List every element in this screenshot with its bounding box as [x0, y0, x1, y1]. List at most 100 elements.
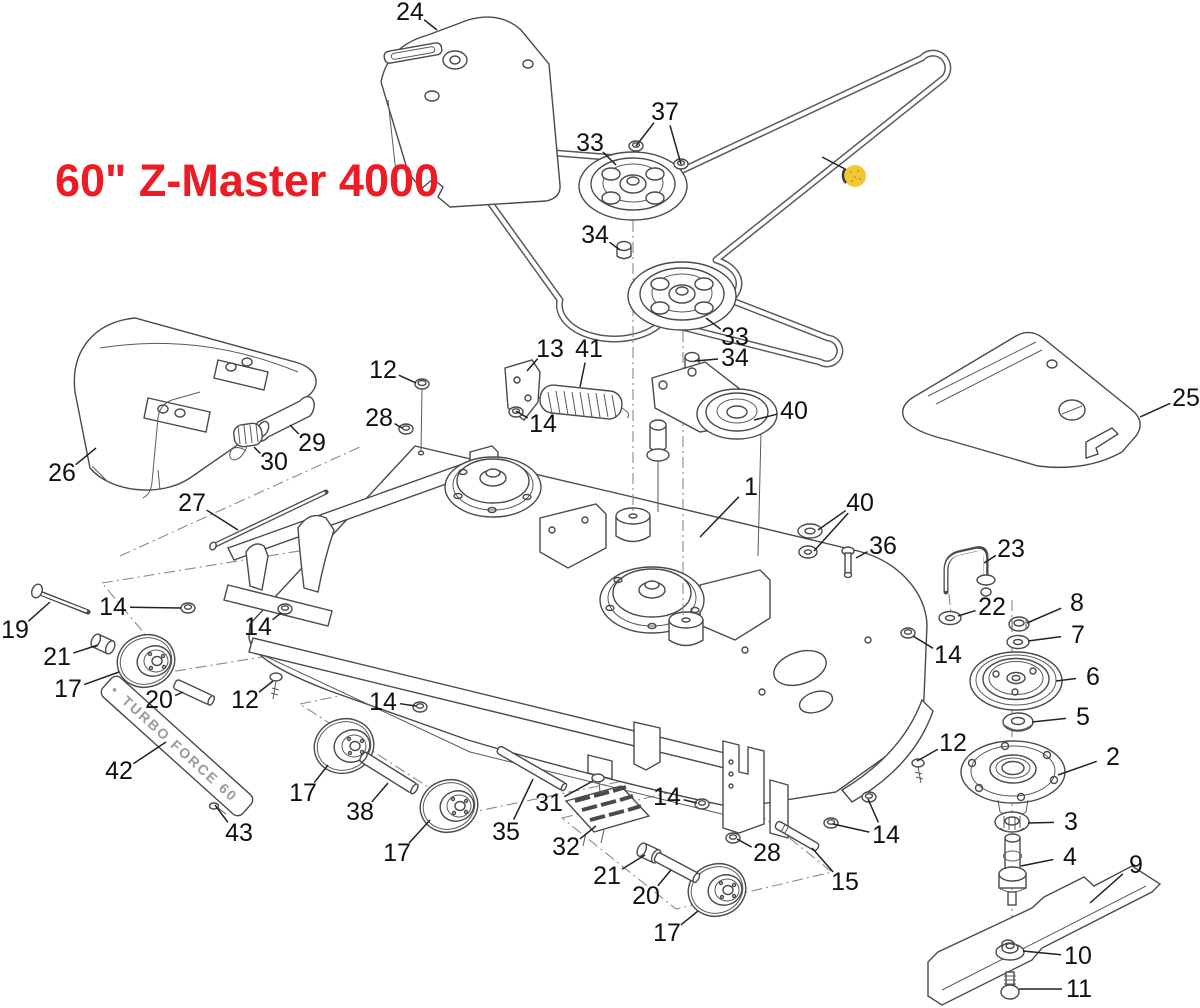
spindle-housing-2 — [960, 740, 1066, 817]
leader-line-8 — [1026, 607, 1062, 624]
callout-12: 12 — [231, 686, 259, 714]
caster-wheel-17-c — [419, 778, 479, 834]
leader-line-12 — [398, 374, 417, 384]
leader-line-40 — [813, 512, 849, 552]
leader-line-17 — [313, 764, 329, 784]
leader-line-33 — [705, 317, 722, 330]
callout-34: 34 — [721, 344, 749, 372]
leader-line-14 — [867, 798, 880, 823]
leader-line-29 — [289, 424, 300, 435]
caster-wheel-17-a — [116, 633, 176, 689]
idler-arm-pulley-40 — [646, 361, 778, 512]
callout-8: 8 — [1070, 589, 1084, 617]
leader-line-21 — [73, 644, 99, 654]
callout-25: 25 — [1172, 384, 1200, 412]
nut-14 — [900, 627, 916, 639]
callout-14: 14 — [369, 688, 397, 716]
page-title: 60" Z-Master 4000 — [55, 155, 439, 206]
rod-35 — [496, 745, 568, 792]
leader-line-6 — [1055, 677, 1077, 682]
bushing-21-a — [90, 633, 116, 655]
leader-line-31 — [563, 780, 594, 798]
bolt-12-right — [911, 758, 925, 784]
bushing-3 — [994, 811, 1030, 833]
callout-5: 5 — [1076, 703, 1090, 731]
leader-line-28 — [736, 838, 752, 848]
leader-line-34 — [609, 241, 621, 251]
callout-40: 40 — [846, 489, 874, 517]
leader-line-12 — [916, 748, 939, 762]
axle-20-a — [173, 679, 215, 706]
callout-31: 31 — [535, 789, 563, 817]
leader-line-7 — [1027, 635, 1062, 642]
caster-wheel-17-d — [687, 862, 747, 918]
leader-line-40 — [817, 509, 847, 531]
callout-14: 14 — [244, 613, 272, 641]
leader-line-4 — [1020, 858, 1054, 867]
callout-23: 23 — [997, 535, 1025, 563]
axle-20-b — [653, 852, 701, 884]
nut-14 — [412, 701, 428, 713]
callout-17: 17 — [54, 675, 82, 703]
baffle-grate-32 — [564, 785, 651, 847]
nut-28 — [398, 423, 414, 435]
nut-14 — [508, 406, 524, 418]
leader-line-20 — [657, 869, 672, 887]
leader-line-22 — [957, 609, 976, 617]
axle-rod-38 — [359, 751, 419, 795]
leader-line-42 — [133, 741, 167, 765]
leader-line-19 — [27, 601, 51, 622]
leader-line-3 — [1027, 821, 1055, 824]
bolt-19 — [30, 583, 91, 615]
belt-cover-25 — [902, 331, 1141, 469]
callout-33: 33 — [721, 323, 749, 351]
decal-text: TURBO FORCE 60 — [119, 693, 241, 805]
callout-27: 27 — [178, 489, 206, 517]
leader-line-37 — [635, 122, 655, 147]
callout-6: 6 — [1086, 663, 1100, 691]
leader-line-14 — [515, 410, 529, 419]
leader-line-40 — [753, 413, 778, 421]
highlight-dot-texture — [849, 169, 862, 183]
shaft-4 — [998, 833, 1027, 906]
leader-line-17 — [408, 819, 431, 844]
callout-33: 33 — [576, 129, 604, 157]
deck-spindle-center — [599, 566, 705, 634]
leader-line-37 — [669, 125, 682, 165]
callout-17: 17 — [653, 919, 681, 947]
callout-1: 1 — [744, 473, 758, 501]
washer-7 — [1006, 634, 1030, 650]
callout-14: 14 — [529, 410, 557, 438]
callout-10: 10 — [1064, 942, 1092, 970]
leader-line-17 — [680, 910, 699, 926]
nut-14 — [180, 602, 196, 614]
callout-30: 30 — [260, 448, 288, 476]
callout-22: 22 — [978, 593, 1006, 621]
callout-29: 29 — [298, 429, 326, 457]
callout-20: 20 — [632, 882, 660, 910]
callout-28: 28 — [365, 404, 393, 432]
leader-line-35 — [513, 778, 534, 820]
pulley-33-lower — [627, 261, 737, 331]
leader-line-13 — [526, 358, 539, 372]
callout-14: 14 — [934, 641, 962, 669]
chute-mount-plates — [142, 357, 269, 499]
leader-line-20 — [174, 691, 184, 697]
caster-wheel-17-b — [313, 717, 375, 775]
leader-line-38 — [371, 782, 389, 803]
leader-line-25 — [1139, 402, 1171, 418]
leader-line-33 — [602, 151, 617, 166]
leader-line-1 — [699, 496, 740, 538]
callout-24: 24 — [396, 0, 424, 26]
rod-27 — [209, 489, 329, 551]
washer-22 — [938, 610, 962, 626]
nut-8 — [1008, 616, 1030, 632]
nut-14 — [277, 603, 293, 615]
leader-line-14 — [912, 635, 934, 649]
hardware-nuts — [180, 406, 916, 844]
belt-highlight-marker[interactable] — [821, 156, 866, 187]
leader-line-26 — [75, 447, 97, 466]
spring-30 — [229, 422, 263, 461]
callout-41: 41 — [575, 335, 603, 363]
